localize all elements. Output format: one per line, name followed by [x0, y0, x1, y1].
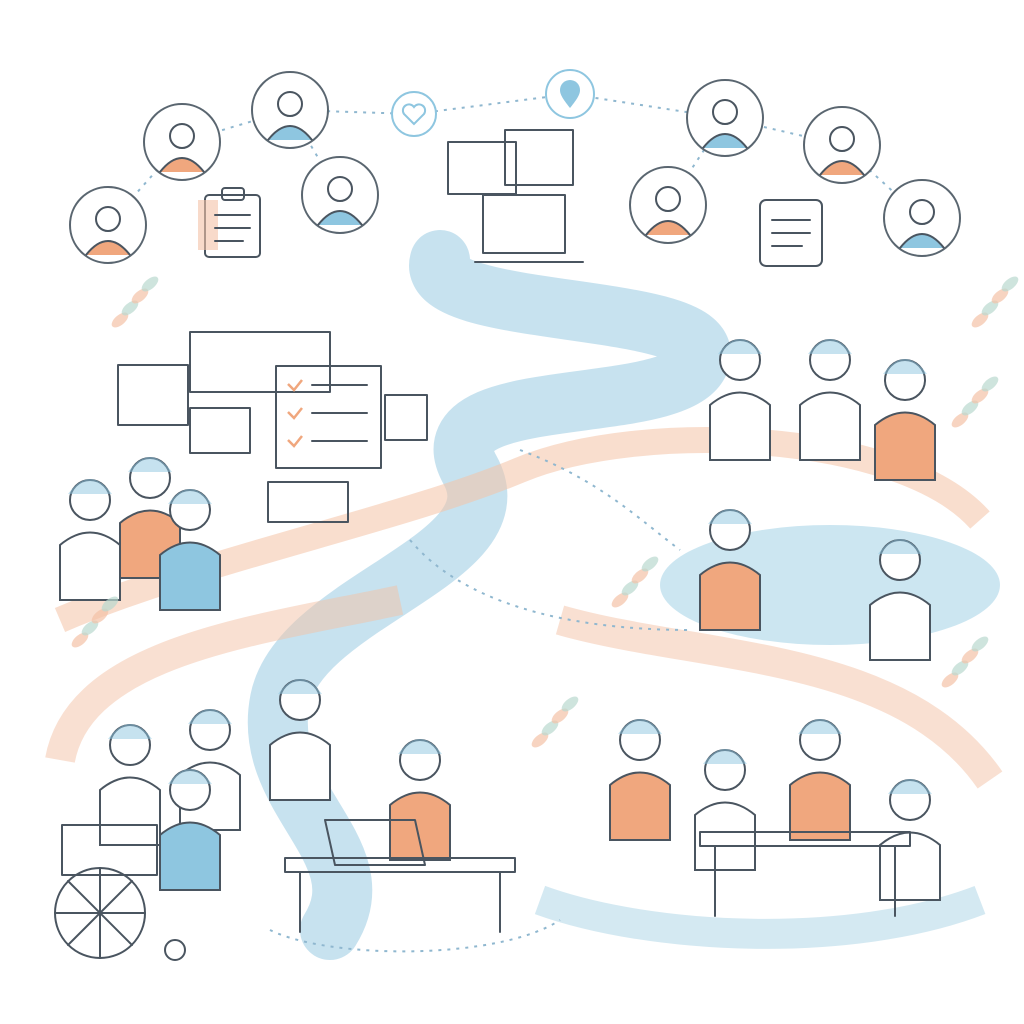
table-right	[699, 831, 911, 917]
wheelchair-icon	[54, 824, 186, 961]
person-figure	[869, 539, 931, 661]
person-figure	[874, 359, 936, 481]
table-left	[284, 819, 516, 933]
avatar	[686, 79, 764, 157]
leaf-decoration	[111, 276, 159, 328]
checklist-icon	[275, 365, 382, 469]
person-figure	[789, 719, 851, 841]
person-figure	[699, 509, 761, 631]
dotted-path	[519, 449, 681, 551]
people-scenes	[59, 276, 1019, 901]
location-pin-icon	[545, 69, 595, 119]
avatar	[883, 179, 961, 257]
person-figure	[159, 769, 221, 891]
avatar	[69, 186, 147, 264]
person-figure	[59, 479, 121, 601]
document-cards	[117, 331, 428, 523]
leaf-decoration	[971, 276, 1019, 328]
person-figure	[799, 339, 861, 461]
people-network	[69, 71, 961, 264]
person-figure	[709, 339, 771, 461]
avatar	[301, 156, 379, 234]
person-figure	[609, 719, 671, 841]
dotted-path	[409, 539, 691, 631]
leaf-decoration	[941, 636, 989, 688]
clipboard-icon	[198, 187, 261, 258]
person-figure	[694, 749, 756, 871]
person-figure	[99, 724, 161, 846]
avatar	[143, 103, 221, 181]
document-icon	[759, 199, 823, 267]
avatar	[629, 166, 707, 244]
avatar	[803, 106, 881, 184]
avatar	[251, 71, 329, 149]
person-figure	[159, 489, 221, 611]
leaf-decoration	[611, 556, 659, 608]
leaf-decoration	[951, 376, 999, 428]
leaf-decoration	[71, 596, 119, 648]
laptop-icon	[447, 129, 584, 263]
leaf-decoration	[531, 696, 579, 748]
person-figure	[269, 679, 331, 801]
heart-icon	[391, 91, 437, 137]
person-figure	[389, 739, 451, 861]
